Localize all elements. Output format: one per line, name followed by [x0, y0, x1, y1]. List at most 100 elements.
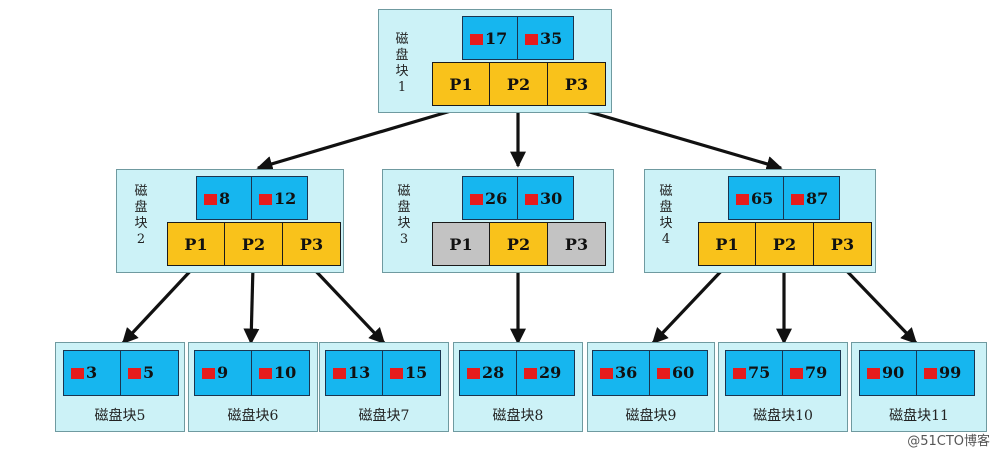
key-cell: 28: [459, 350, 517, 396]
key-row: 28 29: [459, 350, 575, 396]
key-row: 9 10: [194, 350, 310, 396]
key-value: 10: [274, 363, 297, 382]
record-marker: [736, 194, 749, 205]
key-cell: 30: [518, 176, 574, 220]
key-value: 28: [482, 363, 505, 382]
key-cell: 90: [859, 350, 917, 396]
key-cell: 35: [518, 16, 574, 60]
key-value: 99: [939, 363, 962, 382]
label-char: 块: [134, 216, 148, 231]
pointer-p2: P2: [225, 222, 283, 266]
key-value: 9: [217, 363, 229, 382]
key-value: 12: [274, 189, 297, 208]
key-row: 65 87: [728, 176, 840, 220]
edge-b4-p3: [840, 264, 918, 345]
block-label: 磁盘块8: [492, 408, 544, 424]
key-cell: 99: [917, 350, 975, 396]
key-value: 35: [540, 29, 563, 48]
record-marker: [204, 194, 217, 205]
block-label: 磁盘块11: [889, 408, 949, 424]
key-cell: 60: [650, 350, 708, 396]
key-value: 15: [405, 363, 428, 382]
pointer-p3: P3: [814, 222, 872, 266]
key-row: 3 5: [63, 350, 179, 396]
key-value: 30: [540, 189, 563, 208]
disk-block-2: 磁 盘 块 2 8 12 P1 P2 P3: [116, 169, 344, 273]
key-value: 36: [615, 363, 638, 382]
key-cell: 75: [725, 350, 783, 396]
block-label: 磁盘块5: [94, 408, 146, 424]
edge-b2-p2: [243, 265, 260, 345]
pointer-row: P1 P2 P3: [432, 62, 606, 106]
record-marker: [600, 368, 613, 379]
pointer-p1: P1: [167, 222, 225, 266]
key-value: 26: [485, 189, 508, 208]
record-marker: [867, 368, 880, 379]
label-char: 磁: [395, 32, 409, 47]
key-value: 3: [86, 363, 98, 382]
edge-b2-p1: [121, 264, 197, 345]
label-char: 盘: [659, 200, 673, 215]
record-marker: [202, 368, 215, 379]
label-char: 4: [661, 232, 671, 247]
record-marker: [790, 368, 803, 379]
disk-block-3: 磁 盘 块 3 26 30 P1 P2 P3: [382, 169, 614, 273]
record-marker: [470, 194, 483, 205]
pointer-p3: P3: [548, 62, 606, 106]
label-char: 磁: [134, 184, 148, 199]
key-cell: 8: [196, 176, 252, 220]
key-cell: 26: [462, 176, 518, 220]
disk-block-10: 75 79 磁盘块10: [718, 342, 848, 432]
key-value: 65: [751, 189, 774, 208]
record-marker: [924, 368, 937, 379]
record-marker: [525, 34, 538, 45]
label-char: 磁: [659, 184, 673, 199]
key-cell: 29: [517, 350, 575, 396]
key-cell: 12: [252, 176, 308, 220]
key-value: 17: [485, 29, 508, 48]
block-label: 磁 盘 块 2: [134, 184, 148, 248]
key-value: 87: [806, 189, 829, 208]
record-marker: [525, 194, 538, 205]
label-char: 盘: [395, 48, 409, 63]
watermark: @51CTO博客: [907, 434, 990, 449]
disk-block-4: 磁 盘 块 4 65 87 P1 P2 P3: [644, 169, 876, 273]
record-marker: [259, 368, 272, 379]
key-cell: 87: [784, 176, 840, 220]
key-row: 36 60: [592, 350, 708, 396]
label-char: 块: [397, 216, 411, 231]
key-row: 90 99: [859, 350, 975, 396]
key-value: 79: [805, 363, 828, 382]
key-value: 90: [882, 363, 905, 382]
pointer-p2: P2: [756, 222, 814, 266]
pointer-p1-null: P1: [432, 222, 490, 266]
disk-block-1: 磁 盘 块 1 17 35 P1 P2 P3: [378, 9, 612, 113]
block-label: 磁 盘 块 4: [659, 184, 673, 248]
key-cell: 10: [252, 350, 310, 396]
record-marker: [524, 368, 537, 379]
label-char: 块: [659, 216, 673, 231]
key-cell: 3: [63, 350, 121, 396]
key-value: 8: [219, 189, 231, 208]
edge-b2-p3: [309, 264, 386, 345]
block-label: 磁 盘 块 1: [395, 32, 409, 96]
label-char: 3: [399, 232, 409, 247]
label-char: 盘: [397, 200, 411, 215]
key-row: 26 30: [462, 176, 574, 220]
label-char: 盘: [134, 200, 148, 215]
pointer-row: P1 P2 P3: [698, 222, 872, 266]
key-cell: 5: [121, 350, 179, 396]
edge-root-p3: [575, 106, 783, 172]
record-marker: [259, 194, 272, 205]
disk-block-11: 90 99 磁盘块11: [851, 342, 987, 432]
key-cell: 36: [592, 350, 650, 396]
block-label: 磁 盘 块 3: [397, 184, 411, 248]
key-cell: 13: [325, 350, 383, 396]
record-marker: [467, 368, 480, 379]
pointer-p3-null: P3: [548, 222, 606, 266]
key-row: 75 79: [725, 350, 841, 396]
key-cell: 65: [728, 176, 784, 220]
record-marker: [128, 368, 141, 379]
pointer-row: P1 P2 P3: [432, 222, 606, 266]
key-value: 29: [539, 363, 562, 382]
